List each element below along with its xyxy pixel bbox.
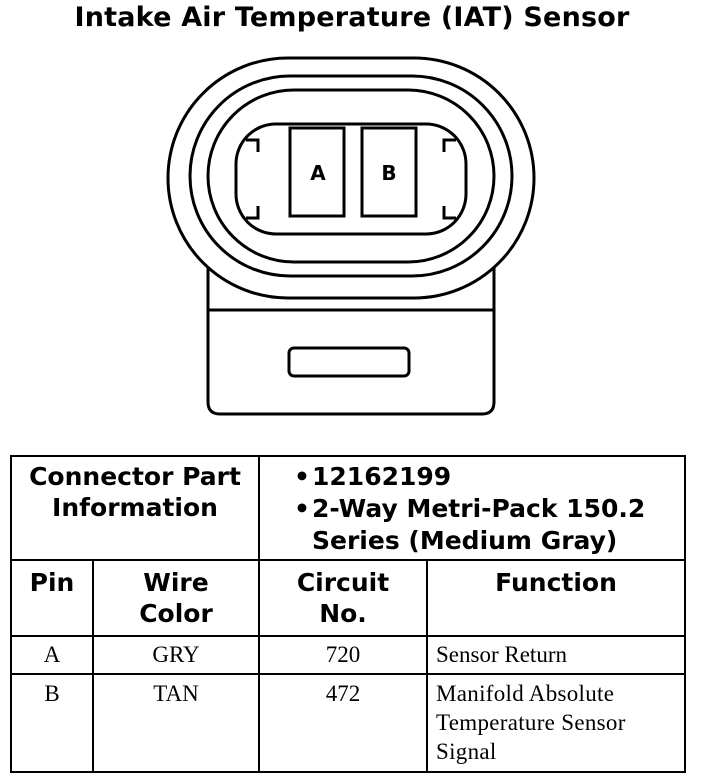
page-title: Intake Air Temperature (IAT) Sensor	[74, 2, 630, 33]
key-notch-top-left	[246, 138, 260, 152]
pin-b-label: B	[381, 161, 396, 185]
table-row: A GRY 720 Sensor Return	[10, 635, 687, 675]
connector-housing-body	[206, 268, 496, 416]
connector-rim	[188, 74, 514, 278]
connector-part-row: Connector Part Information •12162199 •2-…	[9, 455, 687, 561]
function-line: Temperature Sensor	[436, 710, 626, 735]
connector-part-header: Connector Part Information	[9, 455, 261, 561]
function-line: Signal	[436, 739, 497, 764]
key-notch-bottom-left	[246, 206, 260, 220]
table-row: B TAN 472 Manifold Absolute Temperature …	[10, 673, 687, 773]
cell-function: Sensor Return	[426, 635, 687, 675]
connector-outer-shell	[166, 56, 536, 300]
key-notch-top-right	[442, 138, 456, 152]
column-header-circuit: Circuit No.	[258, 559, 429, 637]
connector-info-table: Connector Part Information •12162199 •2-…	[9, 455, 687, 773]
connector-part-details: •12162199 •2-Way Metri-Pack 150.2 Series…	[258, 455, 687, 561]
latch-slot	[287, 346, 411, 378]
column-header-pin: Pin	[10, 559, 94, 637]
connector-inner-rim	[206, 88, 496, 264]
cell-wire-color: GRY	[91, 635, 261, 675]
pin-a-label: A	[310, 161, 326, 185]
pin-a-terminal	[288, 126, 346, 218]
connector-diagram: A B	[166, 56, 536, 416]
table-header-row: Pin Wire Color Circuit No. Function	[10, 559, 687, 637]
column-header-function: Function	[426, 559, 687, 637]
key-notch-bottom-right	[442, 206, 456, 220]
cell-pin: B	[10, 673, 94, 773]
part-number-line: •12162199	[294, 462, 452, 491]
cell-function: Manifold Absolute Temperature Sensor Sig…	[426, 673, 687, 773]
column-header-wire-color: Wire Color	[91, 559, 261, 637]
part-series-line: Series (Medium Gray)	[312, 526, 618, 555]
cell-circuit: 720	[258, 635, 429, 675]
cell-wire-color: TAN	[91, 673, 261, 773]
function-line: Manifold Absolute	[436, 681, 615, 706]
terminal-cavity	[234, 122, 468, 236]
pin-b-terminal	[360, 126, 418, 218]
cell-pin: A	[10, 635, 94, 675]
part-description-line: •2-Way Metri-Pack 150.2	[294, 494, 646, 523]
cell-circuit: 472	[258, 673, 429, 773]
